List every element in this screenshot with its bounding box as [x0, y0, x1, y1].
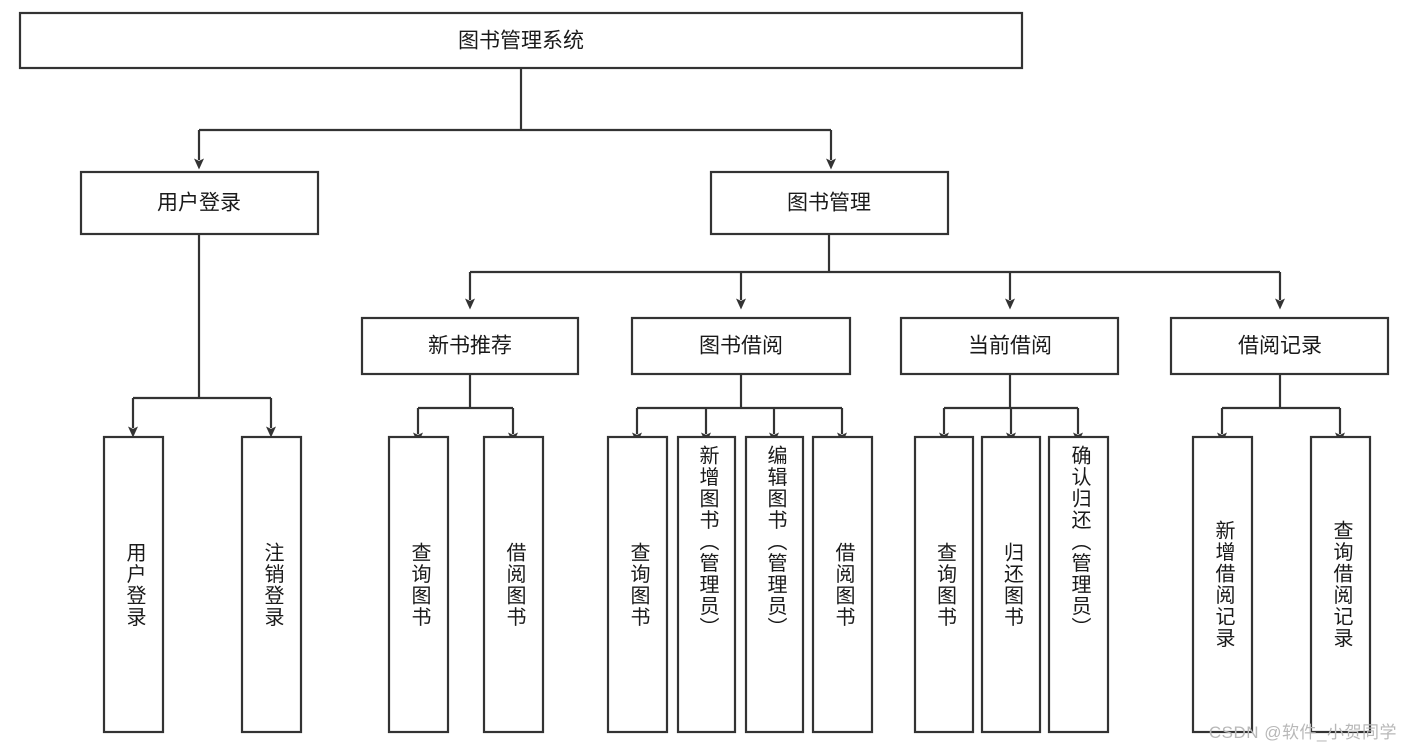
connector-borrow-record-to-leaves: [1217, 374, 1345, 444]
node-label-borrow-record: 借阅记录: [1238, 335, 1322, 358]
connector-current-borrow-to-leaves: [939, 374, 1083, 444]
leaf-box-confirm-return-admin[interactable]: [1047, 435, 1110, 734]
csdn-watermark: CSDN @软件_小贺同学: [1208, 723, 1397, 742]
leaf-box-user-login[interactable]: [102, 435, 165, 734]
leaf-box-borrow-book[interactable]: [811, 435, 874, 734]
node-user-login[interactable]: 用户登录: [79, 170, 320, 236]
node-label-new-book-recommend: 新书推荐: [428, 335, 512, 358]
node-label-current-borrow: 当前借阅: [968, 335, 1052, 358]
leaf-box-logout[interactable]: [240, 435, 303, 734]
node-label-user-login: 用户登录: [157, 192, 241, 215]
connector-book-borrow-to-leaves: [632, 374, 847, 444]
leaf-box-query-borrow-record[interactable]: [1309, 435, 1372, 734]
node-borrow-record[interactable]: 借阅记录: [1169, 316, 1390, 376]
leaf-box-return-book[interactable]: [980, 435, 1042, 734]
connector-user-login-to-leaves: [128, 234, 276, 438]
leaf-box-add-book-admin[interactable]: [676, 435, 737, 734]
node-current-borrow[interactable]: 当前借阅: [899, 316, 1120, 376]
connector-book-management-to-level3: [465, 234, 1285, 310]
leaf-box-borrow-book-new[interactable]: [482, 435, 545, 734]
node-label-book-borrow: 图书借阅: [699, 335, 783, 358]
connector-root-to-level2: [194, 68, 836, 170]
leaf-box-query-book-borrow[interactable]: [606, 435, 669, 734]
node-label-book-management: 图书管理: [787, 192, 871, 215]
node-book-management[interactable]: 图书管理: [709, 170, 950, 236]
leaf-box-query-book-current[interactable]: [913, 435, 975, 734]
leaf-box-edit-book-admin[interactable]: [744, 435, 805, 734]
node-new-book-recommend[interactable]: 新书推荐: [360, 316, 580, 376]
node-book-borrow[interactable]: 图书借阅: [630, 316, 852, 376]
node-book-management-system[interactable]: 图书管理系统: [18, 11, 1024, 70]
connector-new-book-to-leaves: [413, 374, 518, 444]
node-label-root: 图书管理系统: [458, 30, 584, 53]
leaf-box-query-book-new[interactable]: [387, 435, 450, 734]
leaf-box-add-borrow-record[interactable]: [1191, 435, 1254, 734]
